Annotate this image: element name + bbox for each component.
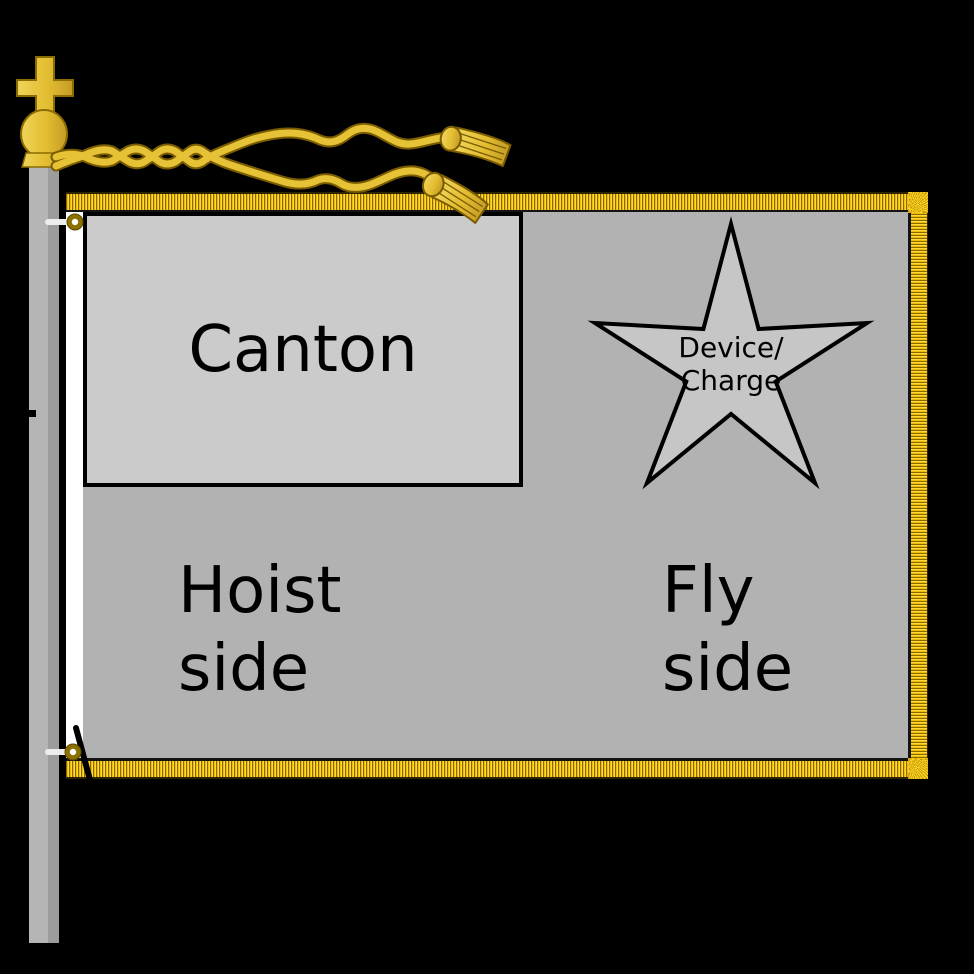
flagpole	[29, 163, 59, 943]
halyard-cord-icon	[50, 122, 453, 193]
fringe-bottom	[66, 758, 908, 779]
grommet-ring	[66, 213, 84, 231]
device-charge-label: Device/ Charge	[678, 331, 784, 397]
hoist-sleeve	[66, 212, 83, 758]
canton-panel: Canton	[83, 212, 523, 487]
fringe-corner-bottom-right	[908, 758, 928, 779]
grommet-ring	[64, 743, 82, 761]
canton-label: Canton	[188, 312, 418, 387]
tassel-icon	[439, 125, 512, 168]
fringe-corner-top-right	[908, 192, 928, 213]
hoist-side-label: Hoist side	[178, 554, 342, 706]
fly-side-label: Fly side	[662, 554, 794, 706]
tassel-icon	[421, 171, 489, 224]
five-pointed-star	[587, 216, 875, 490]
tie-cord	[73, 725, 93, 783]
pole-tick-mark	[23, 410, 36, 417]
hoist-edge-line	[62, 212, 66, 779]
fringe-fly-edge	[908, 213, 928, 758]
